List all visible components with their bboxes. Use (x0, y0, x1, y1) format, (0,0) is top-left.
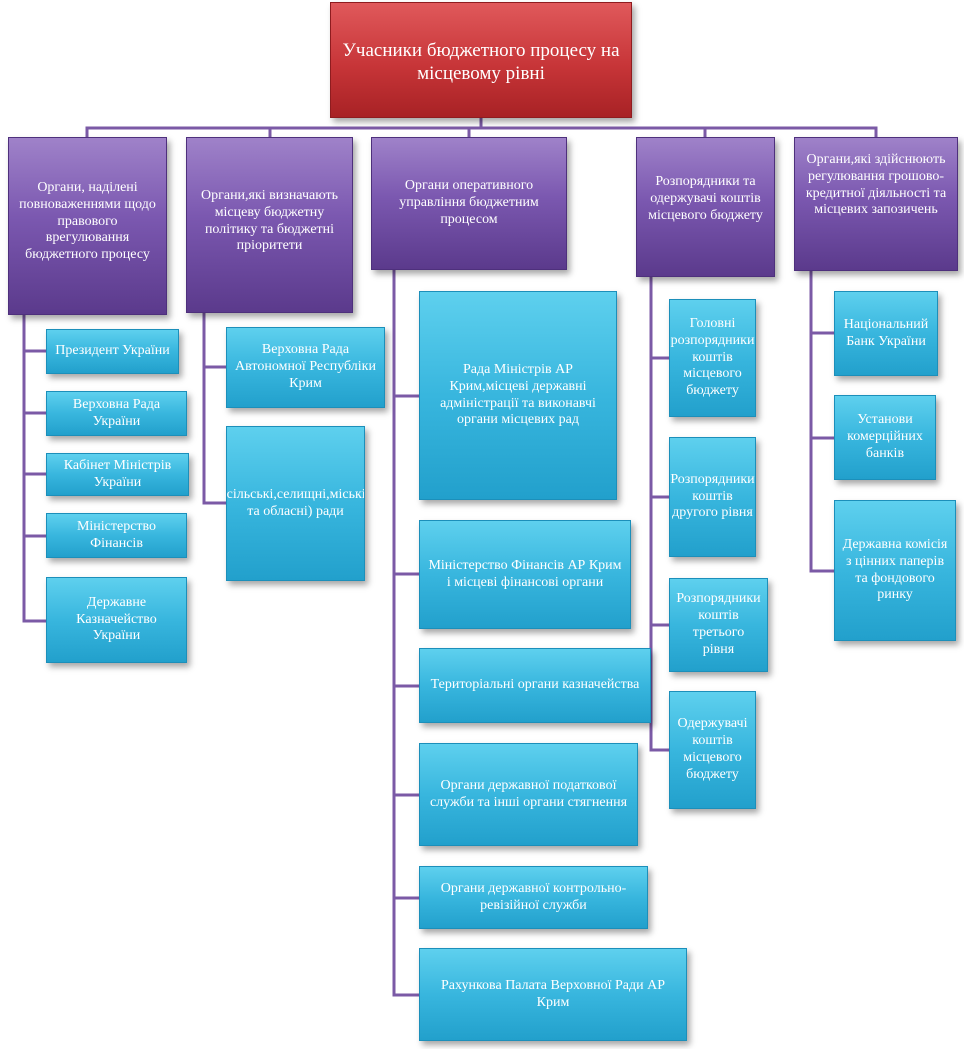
category-fund-managers: Розпорядники та одержувачі коштів місцев… (636, 137, 775, 277)
leaf-third-level-managers: Розпорядники коштів третього рівня (669, 578, 768, 672)
leaf-ministry-finance: Міністерство Фінансів (46, 513, 187, 558)
category-label: Органи,які здійснюють регулювання грошов… (805, 152, 947, 218)
leaf-council-of-ministers: Рада Міністрів АР Крим,місцеві державні … (419, 291, 617, 500)
category-legal-regulation: Органи, наділені повноваженнями щодо пра… (8, 137, 167, 315)
leaf-second-level-managers: Розпорядники коштів другого рівня (669, 437, 756, 557)
leaf-cabinet-ministers: Кабінет Міністрів України (46, 453, 189, 496)
leaf-main-managers: Головні розпорядники коштів місцевого бю… (669, 299, 756, 417)
category-label: Розпорядники та одержувачі коштів місцев… (648, 174, 763, 223)
leaf-tax-service: Органи державної податкової служби та ін… (419, 743, 638, 846)
leaf-crimea-finance-ministry: Міністерство Фінансів АР Крим і місцеві … (419, 520, 631, 629)
leaf-fund-recipients: Одержувачі коштів місцевого бюджету (669, 691, 756, 809)
category-monetary-regulation: Органи,які здійснюють регулювання грошов… (794, 137, 958, 271)
category-label: Органи оперативного управління бюджетним… (399, 178, 539, 227)
leaf-president: Президент України (46, 329, 179, 374)
leaf-treasury-bodies: Територіальні органи казначейства (419, 648, 651, 723)
leaf-national-bank: Національний Банк України (834, 291, 938, 376)
leaf-securities-commission: Державна комісія з цінних паперів та фон… (834, 500, 956, 641)
root-title: Учасники бюджетного процесу на місцевому… (342, 40, 620, 84)
leaf-local-councils: Місцеві(сільські,селищні,міські,районні … (226, 426, 365, 581)
leaf-verkhovna-rada: Верховна Рада України (46, 391, 187, 436)
root-node: Учасники бюджетного процесу на місцевому… (330, 2, 632, 118)
leaf-state-treasury: Державне Казначейство України (46, 577, 187, 663)
leaf-accounting-chamber: Рахункова Палата Верховної Ради АР Крим (419, 948, 687, 1041)
category-local-policy: Органи,які визначають місцеву бюджетну п… (186, 137, 353, 313)
leaf-crimea-parliament: Верховна Рада Автономної Республіки Крим (226, 327, 385, 408)
category-operational-management: Органи оперативного управління бюджетним… (371, 137, 567, 270)
category-label: Органи,які визначають місцеву бюджетну п… (201, 188, 338, 254)
leaf-audit-service: Органи державної контрольно-ревізійної с… (419, 866, 648, 929)
leaf-commercial-banks: Установи комерційних банків (834, 395, 936, 480)
category-label: Органи, наділені повноваженнями щодо пра… (19, 180, 156, 263)
